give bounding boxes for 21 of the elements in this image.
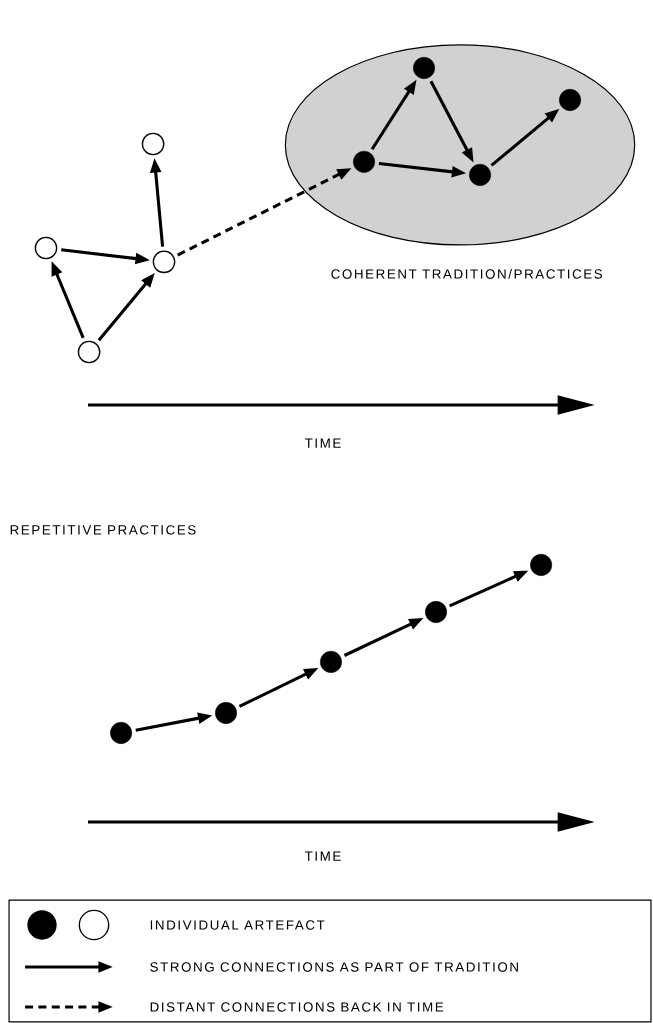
filled-dot [559,89,581,111]
axis-label: TIME [304,438,341,448]
section-heading: REPETITIVE PRACTICES [10,525,196,535]
axis-label: TIME [304,851,341,861]
legend-text: STRONG CONNECTIONS AS PART OF TRADITION [150,962,518,972]
legend-text: INDIVIDUAL ARTEFACT [150,920,325,930]
open-circle [34,236,58,260]
open-circle [77,340,101,364]
filled-dot [425,601,447,623]
filled-dot [530,554,552,576]
filled-dot [110,722,132,744]
legend-text: DISTANT CONNECTIONS BACK IN TIME [150,1002,444,1012]
filled-dot [413,57,435,79]
filled-dot [469,164,491,186]
filled-dot [353,150,375,173]
filled-dot [319,650,342,673]
filled-dot [215,702,237,724]
open-circle [141,132,165,156]
region-label: COHERENT TRADITION/PRACTICES [331,268,603,279]
ellipse-region [284,44,636,246]
open-circle [152,250,176,274]
